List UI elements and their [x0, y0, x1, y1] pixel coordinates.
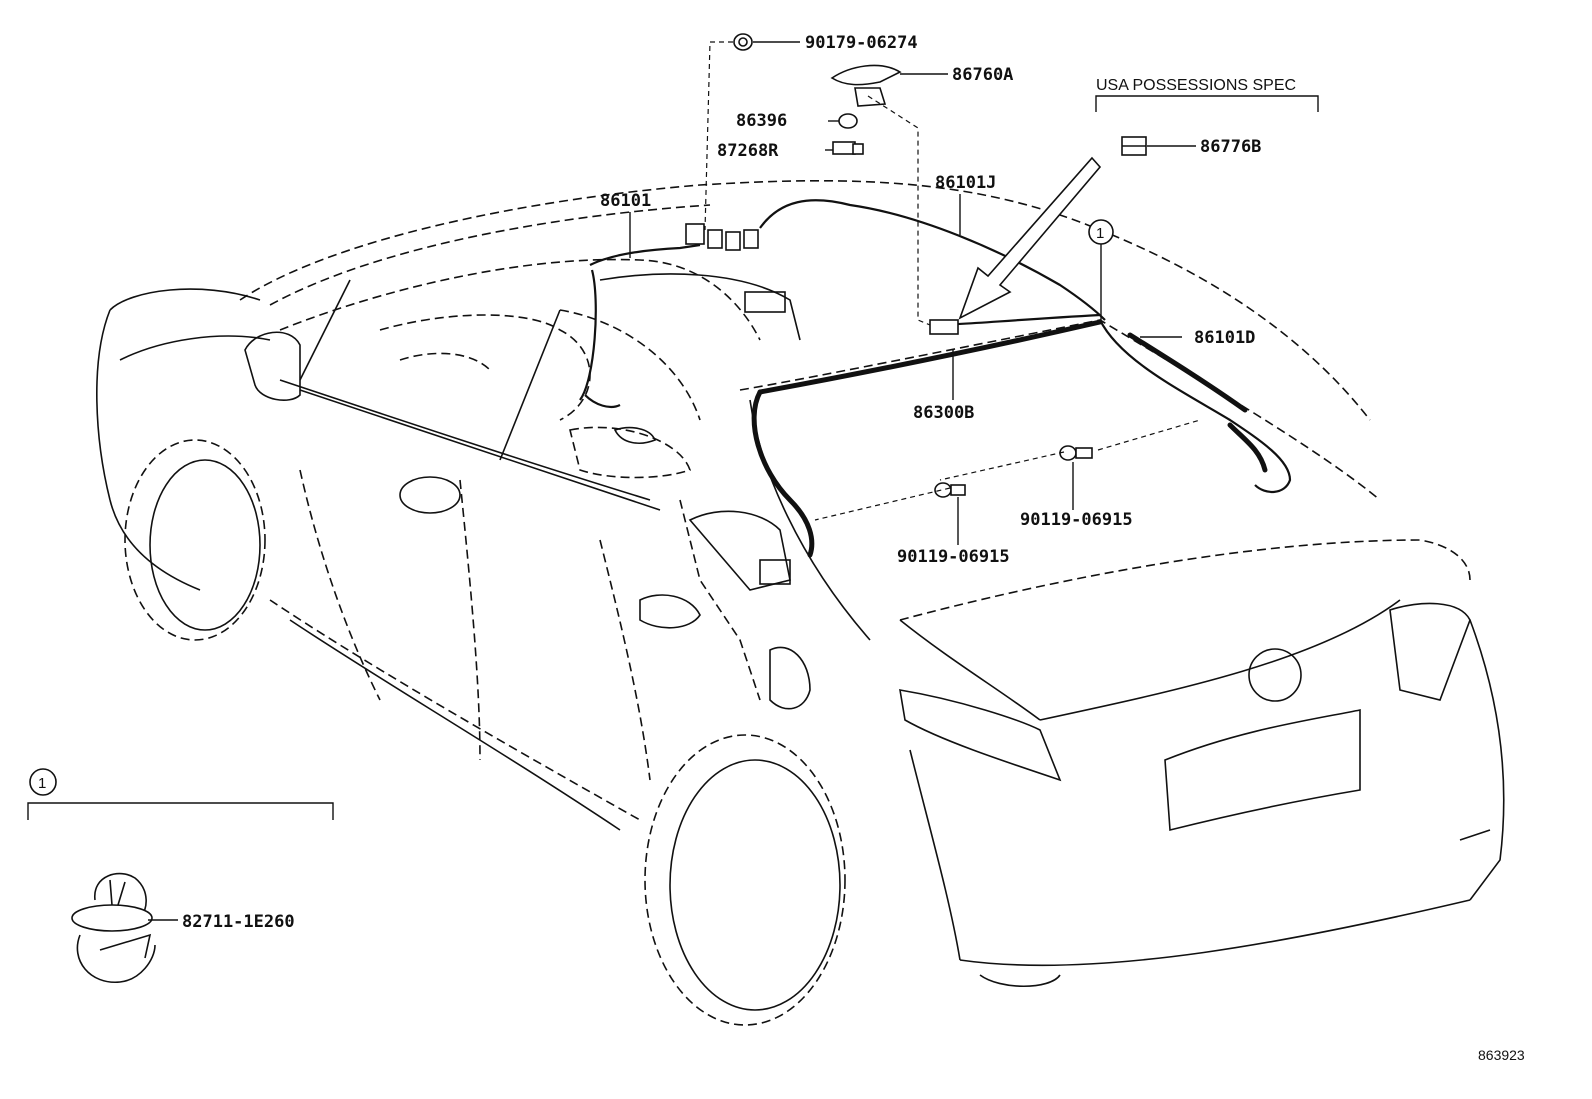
spec-note-usa-possessions: USA POSSESSIONS SPEC	[1096, 77, 1296, 94]
part-label-86396: 86396	[736, 111, 787, 131]
connector-cluster	[685, 223, 759, 251]
label-leaders	[148, 41, 1196, 921]
car-body-outline	[96, 180, 1505, 1026]
connector-86776B-icon	[1121, 136, 1147, 156]
part-label-82711-1E260: 82711-1E260	[182, 912, 295, 932]
part-label-86776B: 86776B	[1200, 137, 1261, 157]
antenna-cable-86101J	[759, 199, 1106, 321]
callout-marker-roof	[1088, 219, 1114, 320]
diagram-id: 863923	[1478, 1047, 1525, 1063]
spec-bracket	[1095, 95, 1319, 112]
part-label-86101D: 86101D	[1194, 328, 1255, 348]
part-label-86101J: 86101J	[935, 173, 996, 193]
dashed-leaders	[704, 41, 1201, 521]
screw-90119-right-icon	[1059, 445, 1093, 461]
part-label-86101: 86101	[600, 191, 651, 211]
roof-antenna-mount	[929, 313, 1101, 335]
part-label-90179-06274: 90179-06274	[805, 33, 918, 53]
roof-antenna-86760A-icon	[830, 64, 902, 107]
part-label-90119-06915-right: 90119-06915	[1020, 510, 1133, 530]
bolt-90179-icon	[733, 33, 753, 51]
detail-bracket	[27, 768, 334, 820]
callout-number-detail: 1	[38, 775, 46, 792]
antenna-cable-86300B	[751, 319, 1103, 558]
connector-87268R-icon	[832, 141, 864, 155]
part-label-87268R: 87268R	[717, 141, 779, 161]
screw-90119-center-icon	[934, 482, 966, 498]
location-arrow	[958, 156, 1102, 320]
nut-86396-icon	[838, 113, 858, 129]
clip-82711-icon	[71, 872, 156, 983]
antenna-cable-86101D	[1099, 319, 1292, 493]
callout-number-roof: 1	[1096, 225, 1104, 242]
part-label-90119-06915-center: 90119-06915	[897, 547, 1010, 567]
part-label-86760A: 86760A	[952, 65, 1013, 85]
part-label-86300B: 86300B	[913, 403, 974, 423]
antenna-cable-86101	[579, 243, 701, 409]
